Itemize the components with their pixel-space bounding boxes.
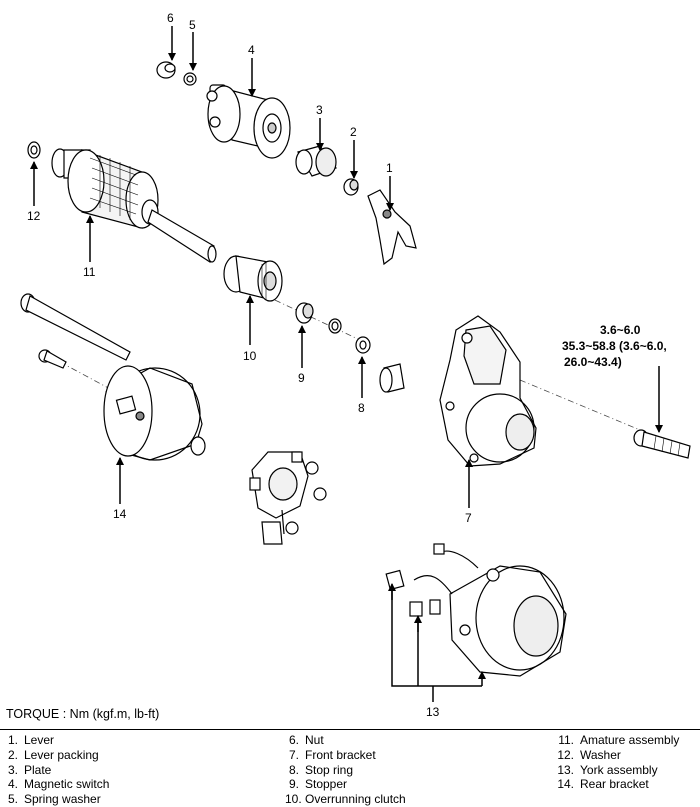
mounting-bolt-part bbox=[633, 429, 691, 459]
legend-item: 13.York assembly bbox=[557, 762, 658, 777]
starter-exploded-diagram: 6 5 4 3 2 1 12 11 10 9 8 7 14 13 3.6~6.0… bbox=[20, 11, 691, 719]
callout-7: 7 bbox=[465, 511, 472, 525]
callout-2: 2 bbox=[350, 125, 357, 139]
torque-unit-label: TORQUE : Nm (kgf.m, lb-ft) bbox=[6, 707, 160, 721]
torque-spec-line3: 26.0~43.4) bbox=[564, 355, 622, 369]
stop-ring-part bbox=[355, 336, 371, 354]
torque-spec-line1: 3.6~6.0 bbox=[600, 323, 641, 337]
callout-8: 8 bbox=[358, 401, 365, 415]
washer-part bbox=[27, 141, 41, 159]
nut-part bbox=[156, 61, 176, 79]
callout-3: 3 bbox=[316, 103, 323, 117]
legend-item: 6.Nut bbox=[288, 733, 324, 747]
stop-ring-small-part bbox=[328, 318, 342, 334]
legend-item: 5.Spring washer bbox=[7, 792, 101, 807]
rear-bracket-part bbox=[103, 365, 206, 461]
callout-1: 1 bbox=[386, 161, 393, 175]
brush-holder-part bbox=[249, 451, 327, 545]
legend-item: 10.Overrunning clutch bbox=[285, 792, 406, 807]
front-bracket-part bbox=[439, 315, 537, 467]
plate-part bbox=[295, 145, 337, 177]
legend-item: 4.Magnetic switch bbox=[7, 777, 110, 792]
armature-assembly-part bbox=[51, 148, 217, 263]
callout-leaders bbox=[30, 26, 663, 508]
legend-column-1: 1.Lever 2.Lever packing 3.Plate 4.Magnet… bbox=[4, 733, 109, 807]
callout-11: 11 bbox=[83, 265, 96, 279]
callout-13: 13 bbox=[426, 705, 440, 719]
legend-item: 1.Lever bbox=[7, 733, 55, 747]
legend-divider bbox=[0, 729, 700, 730]
callout-6: 6 bbox=[167, 11, 174, 25]
spring-washer-part bbox=[183, 72, 197, 86]
callout-12: 12 bbox=[27, 209, 41, 223]
through-bolt-part bbox=[20, 293, 131, 361]
legend-item: 14.Rear bracket bbox=[557, 777, 649, 792]
legend-item: 3.Plate bbox=[7, 762, 52, 777]
magnetic-switch-part bbox=[206, 84, 291, 159]
screw-part bbox=[38, 349, 67, 369]
legend-column-3: 11.Amature assembly 12.Washer 13.York as… bbox=[554, 733, 679, 792]
overrunning-clutch-part bbox=[223, 255, 283, 302]
callout-5: 5 bbox=[189, 18, 196, 32]
legend-item: 9.Stopper bbox=[288, 777, 348, 792]
callout-4: 4 bbox=[248, 43, 255, 57]
sleeve-part bbox=[379, 363, 405, 393]
callout-9: 9 bbox=[298, 371, 305, 385]
legend-column-2: 6.Nut 7.Front bracket 8.Stop ring 9.Stop… bbox=[285, 733, 406, 807]
lever-packing-part bbox=[343, 178, 359, 196]
torque-spec-line2: 35.3~58.8 (3.6~6.0, bbox=[562, 339, 667, 353]
lever-part bbox=[367, 189, 417, 266]
legend-item: 8.Stop ring bbox=[288, 762, 354, 777]
callout-14: 14 bbox=[113, 507, 127, 521]
legend-item: 11.Amature assembly bbox=[558, 733, 680, 747]
callout-10: 10 bbox=[243, 349, 257, 363]
legend-item: 7.Front bracket bbox=[288, 747, 376, 762]
legend-item: 2.Lever packing bbox=[7, 747, 99, 762]
stopper-part bbox=[295, 302, 314, 324]
yoke-callout-arrows bbox=[388, 583, 486, 686]
legend-item: 12.Washer bbox=[557, 747, 621, 762]
yoke-assembly-part bbox=[385, 543, 567, 677]
